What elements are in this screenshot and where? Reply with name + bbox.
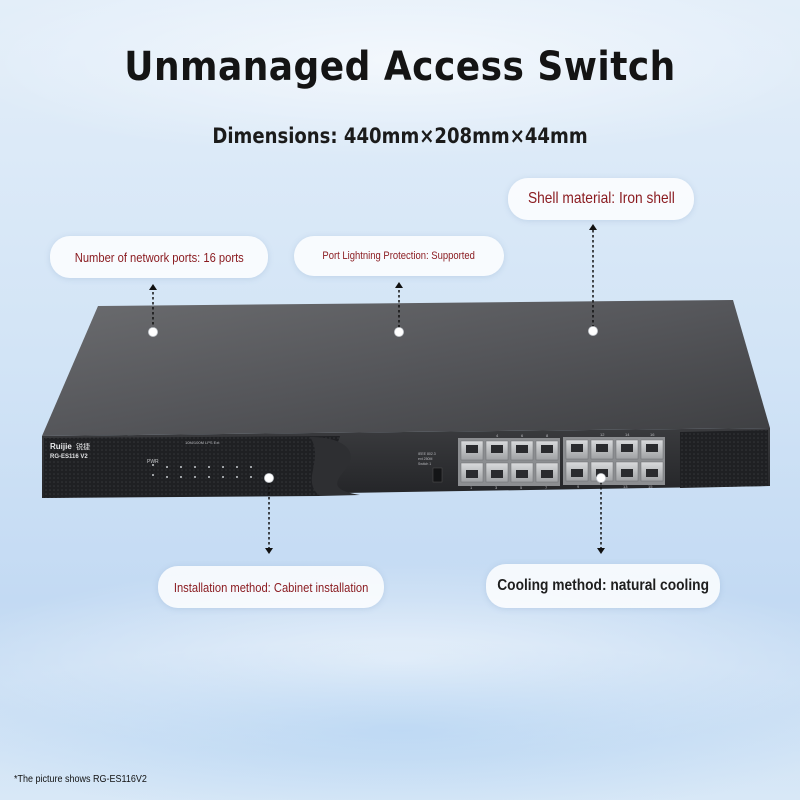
port-number: 6 [521,433,524,438]
led-indicators [152,464,252,478]
callout-dot-installation [264,473,274,483]
callout-arrowheads [149,224,605,554]
front-swoosh [310,437,360,496]
port-number-labels: 4 6 8 12 14 16 1 3 5 7 9 13 15 [470,432,655,490]
callout-network-ports: Number of network ports: 16 ports [50,236,268,278]
callout-dots [148,326,606,483]
callout-lightning-protection: Port Lightning Protection: Supported [294,236,504,276]
port-number: 1 [470,485,473,490]
callout-leaders [152,230,602,548]
callout-dot-cooling [596,473,606,483]
callout-shell-material: Shell material: Iron shell [508,178,694,220]
switch-top-surface [42,300,770,436]
dip-switch[interactable] [432,467,443,483]
dimensions-text: Dimensions: 440mm×208mm×44mm [212,124,588,148]
callout-shell-text: Shell material: Iron shell [527,190,675,207]
callout-ports-text: Number of network ports: 16 ports [74,249,244,265]
rj45-port-block-left [458,438,560,486]
switch-label-3: Switch 1 [418,462,431,466]
left-vent-mesh [44,436,340,498]
port-number: 3 [495,485,498,490]
footnote: *The picture shows RG-ES116V2 [14,774,147,785]
port-number: 9 [577,484,580,489]
switch-label-2: ext 250M [418,457,432,461]
callout-dot-lightning [394,327,404,337]
callout-dot-shell [588,326,598,336]
callout-dot-ports [148,327,158,337]
callout-installation-method: Installation method: Cabinet installatio… [158,566,384,608]
port-number: 13 [623,484,628,489]
callout-cooling-method: Cooling method: natural cooling [486,564,720,608]
speed-legend: 10M/100M LPS Ext [185,440,220,445]
callout-installation-text: Installation method: Cabinet installatio… [173,579,369,595]
brand-logo-secondary: 锐捷 [76,442,90,451]
port-number: 14 [625,432,630,437]
brand-logo: Ruijie [50,442,72,451]
page-title: Unmanaged Access Switch [124,44,676,90]
port-number: 15 [648,484,653,489]
rj45-port-block-right [563,437,665,485]
callout-lightning-text: Port Lightning Protection: Supported [322,250,476,262]
port-number: 12 [600,432,605,437]
port-number: 4 [496,433,499,438]
port-number: 7 [545,485,548,490]
model-label: RG-ES116 V2 [50,454,88,460]
switch-label-1: IEEE 802.3 [418,452,436,456]
pwr-label: PWR [147,459,159,465]
callout-cooling-text: Cooling method: natural cooling [497,577,709,594]
right-vent-mesh [680,430,768,488]
port-number: 5 [520,485,523,490]
port-number: 16 [650,432,655,437]
port-number: 8 [546,433,549,438]
